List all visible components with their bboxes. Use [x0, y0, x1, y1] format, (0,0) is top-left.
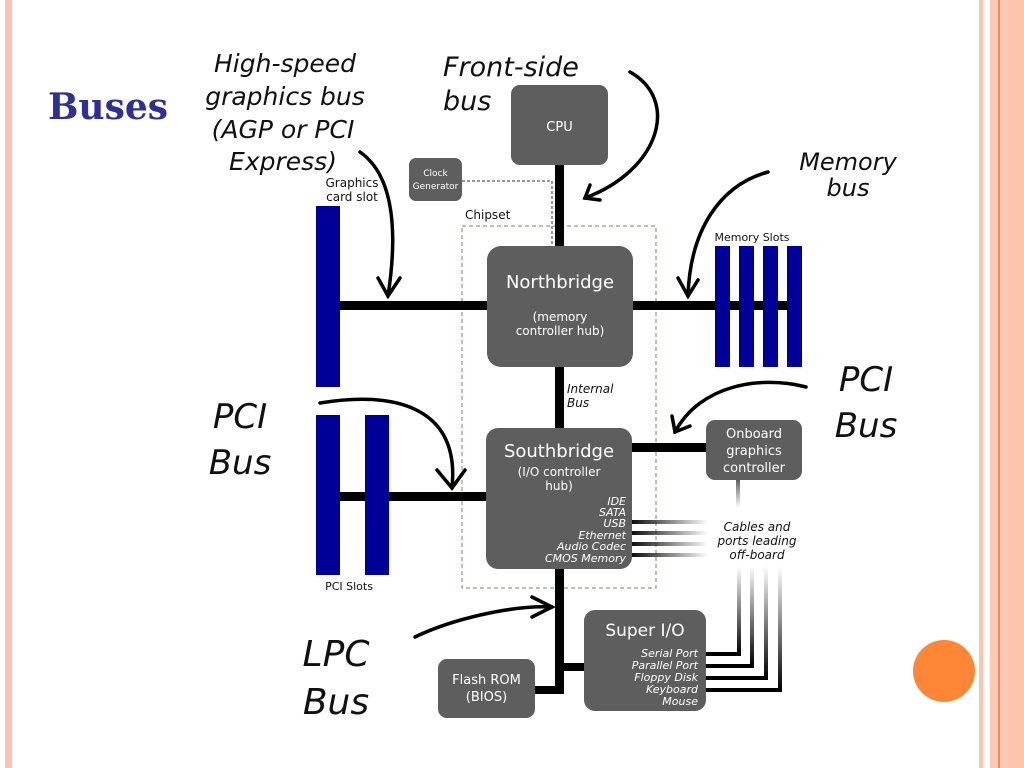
pci-slots-label: PCI Slots [325, 580, 373, 593]
svg-text:Clock: Clock [423, 169, 448, 179]
chipset-label: Chipset [465, 208, 511, 222]
memory-slot-4 [787, 246, 802, 367]
svg-text:Bus: Bus [209, 443, 272, 483]
callout-lpc-bus: LPC Bus [303, 634, 371, 723]
svg-text:CMOS Memory: CMOS Memory [545, 552, 627, 565]
lpc-bus-line [555, 568, 564, 694]
svg-text:graphics bus: graphics bus [205, 82, 365, 111]
callout-memory-bus: Memory bus [799, 148, 897, 202]
arrow-front-side-bus [583, 70, 660, 200]
svg-text:Front-side: Front-side [443, 52, 579, 83]
southbridge-cables [628, 520, 708, 557]
memory-slots-label: Memory Slots [714, 231, 789, 244]
internal-bus-label-2: Bus [567, 396, 589, 410]
memory-bus-line [630, 301, 790, 310]
svg-text:bus: bus [443, 86, 491, 117]
svg-text:PCI: PCI [213, 397, 267, 437]
svg-text:Ethernet: Ethernet [578, 529, 626, 542]
front-side-bus-line [555, 163, 564, 248]
callout-pci-bus-right: PCI Bus [835, 360, 898, 446]
svg-text:PCI: PCI [839, 360, 893, 400]
arrow-memory-bus [686, 170, 770, 298]
svg-text:Express): Express) [229, 147, 337, 176]
svg-text:Generator: Generator [413, 182, 459, 192]
callout-high-speed-graphics-bus: High-speed graphics bus (AGP or PCI Expr… [205, 49, 365, 176]
clock-generator-box: Clock Generator [409, 158, 462, 201]
memory-slot-2 [739, 246, 754, 367]
svg-text:Keyboard: Keyboard [646, 683, 699, 696]
svg-text:controller: controller [723, 461, 786, 476]
cpu-label: CPU [546, 120, 572, 135]
memory-slot-1 [715, 246, 730, 367]
southbridge-box: Southbridge (I/O controller hub) IDE SAT… [486, 428, 632, 569]
northbridge-title: Northbridge [506, 272, 614, 293]
pci-slot-2 [365, 415, 389, 575]
svg-text:SATA: SATA [599, 506, 626, 519]
southbridge-title: Southbridge [504, 441, 614, 462]
super-io-box: Super I/O Serial Port Parallel Port Flop… [584, 610, 706, 711]
internal-bus-line [555, 365, 564, 430]
svg-text:Bus: Bus [835, 406, 898, 446]
cables-label-2: ports leading [717, 534, 797, 548]
svg-text:IDE: IDE [607, 495, 626, 508]
right-border-line [998, 0, 1000, 768]
onboard-graphics-cable [736, 478, 740, 508]
graphics-card-slot-label-1: Graphics [326, 176, 379, 190]
clock-signal-line [462, 180, 553, 245]
arrow-pci-bus-right [673, 380, 808, 434]
pci-slot-1 [316, 415, 340, 575]
svg-text:Audio Codec: Audio Codec [556, 540, 626, 553]
cpu-box: CPU [511, 85, 608, 165]
right-border-edge [1008, 0, 1024, 768]
callout-front-side-bus: Front-side bus [443, 52, 579, 117]
svg-text:controller hub): controller hub) [516, 324, 605, 338]
northbridge-box: Northbridge (memory controller hub) [487, 246, 633, 367]
cables-label-1: Cables and [724, 520, 791, 534]
svg-text:(BIOS): (BIOS) [466, 690, 507, 705]
svg-text:(I/O controller: (I/O controller [518, 465, 601, 479]
svg-text:Serial Port: Serial Port [641, 647, 699, 660]
pci-bus-line-right [630, 443, 710, 452]
graphics-bus-line [340, 301, 490, 310]
pci-bus-line-left [340, 492, 490, 501]
arrow-lpc-bus [413, 605, 554, 639]
graphics-card-slot-label-2: card slot [326, 190, 378, 204]
slide-title: Buses [48, 86, 169, 128]
super-io-link [560, 663, 590, 671]
right-border-stripe [979, 0, 983, 768]
svg-text:High-speed: High-speed [214, 49, 356, 78]
svg-text:USB: USB [603, 517, 626, 530]
arrow-pci-bus-left [318, 397, 455, 490]
svg-text:LPC: LPC [303, 634, 371, 675]
cables-label-3: off-board [729, 548, 785, 562]
memory-slot-3 [763, 246, 778, 367]
callout-pci-bus-left: PCI Bus [209, 397, 272, 483]
flash-rom-box: Flash ROM (BIOS) [438, 659, 535, 718]
svg-text:bus: bus [827, 174, 870, 202]
svg-text:Parallel Port: Parallel Port [632, 659, 699, 672]
decorative-orange-dot [913, 640, 975, 702]
onboard-graphics-box: Onboard graphics controller [706, 420, 802, 480]
graphics-card-slot [316, 206, 340, 387]
svg-text:hub): hub) [545, 479, 573, 493]
svg-text:Floppy Disk: Floppy Disk [634, 671, 698, 684]
svg-text:Mouse: Mouse [662, 695, 698, 708]
left-border-rule [5, 0, 12, 768]
svg-text:(AGP or PCI: (AGP or PCI [212, 115, 355, 144]
svg-text:Memory: Memory [799, 148, 897, 176]
svg-text:graphics: graphics [726, 444, 782, 459]
super-io-cables [700, 566, 782, 692]
svg-text:Flash ROM: Flash ROM [452, 673, 521, 688]
svg-text:Onboard: Onboard [726, 427, 782, 442]
svg-text:Bus: Bus [303, 682, 369, 723]
arrow-graphics-bus [358, 150, 395, 298]
super-io-title: Super I/O [605, 621, 684, 641]
internal-bus-label-1: Internal [567, 382, 614, 396]
callout-arrows [318, 70, 808, 639]
svg-text:(memory: (memory [533, 310, 588, 324]
